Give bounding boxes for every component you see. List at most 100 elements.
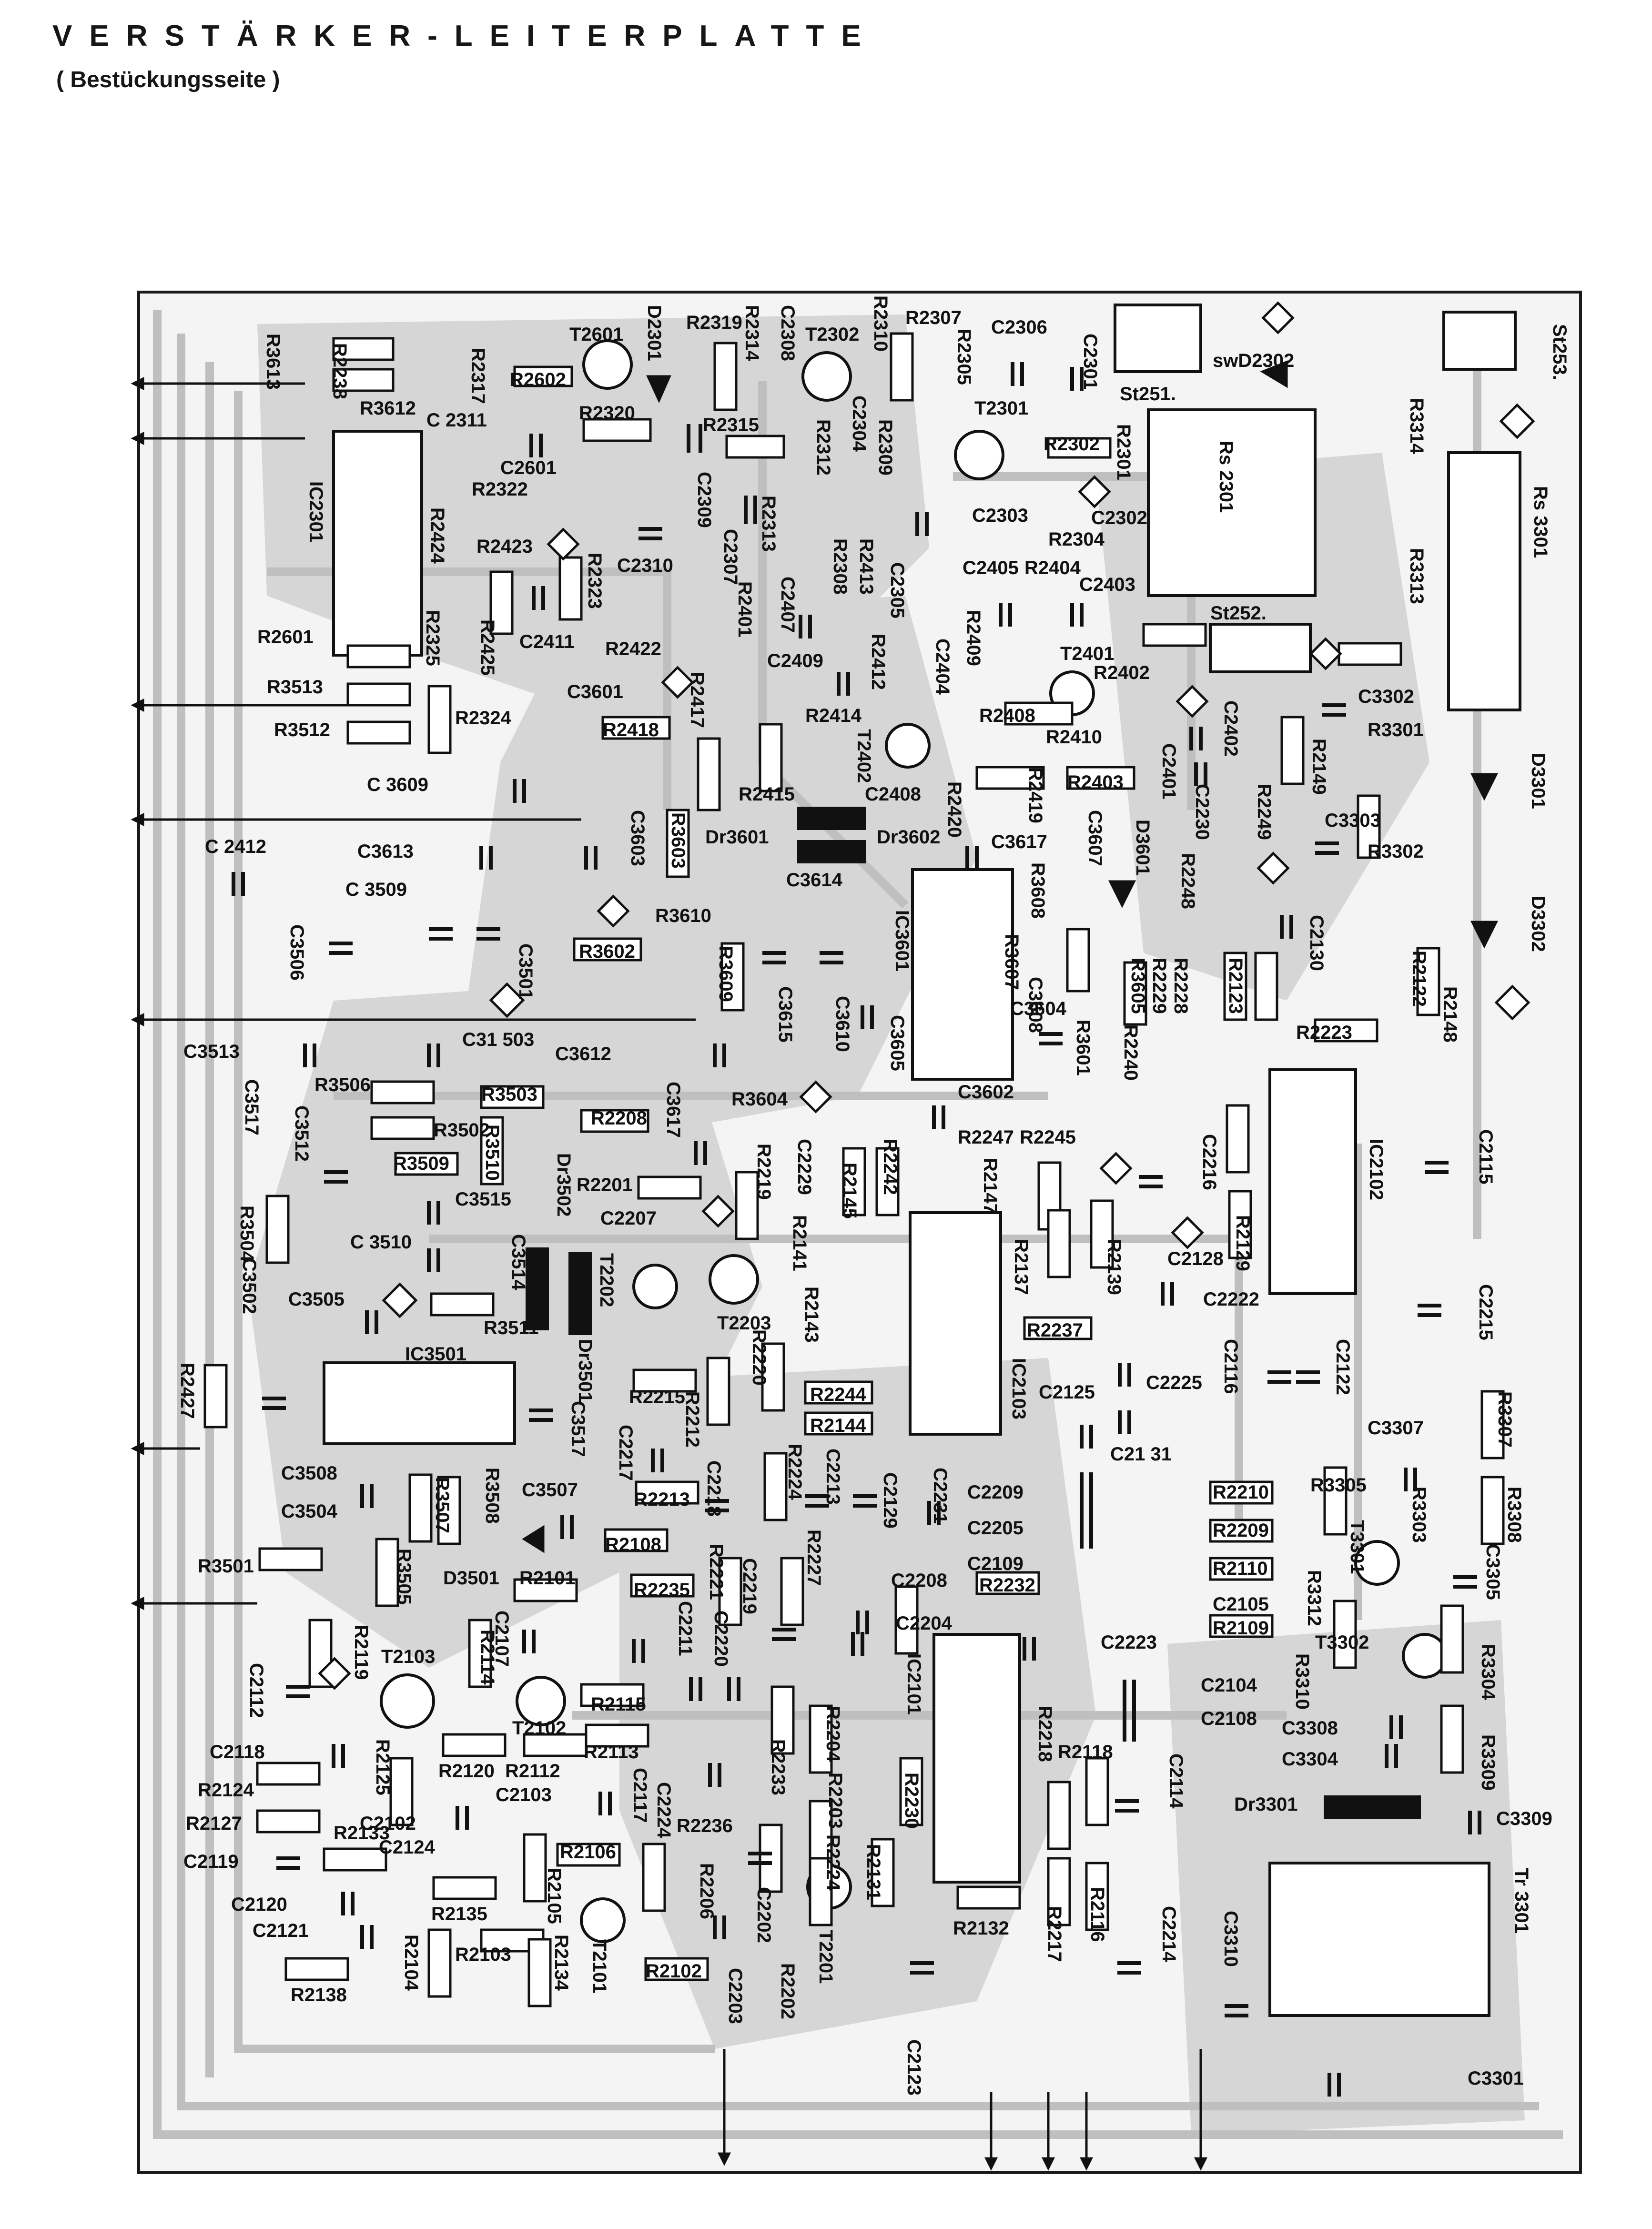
label-c3509: C 3509 [345, 879, 407, 900]
label-c2218: C2218 [703, 1460, 724, 1517]
label-r2237: R2237 [1027, 1320, 1083, 1341]
label-t3301: T3301 [1347, 1520, 1368, 1574]
label-r2414: R2414 [805, 705, 862, 726]
label-rs3301: Rs 3301 [1530, 486, 1551, 558]
label-ic3601: IC3601 [892, 910, 912, 972]
label-r2106: R2106 [560, 1842, 616, 1863]
label-c3605: C3605 [887, 1015, 908, 1071]
label-c2222: C2222 [1203, 1289, 1259, 1310]
label-r2138: R2138 [291, 1985, 347, 2006]
label-r3304: R3304 [1478, 1644, 1499, 1701]
label-c2402: C2402 [1220, 700, 1241, 757]
label-c3513: C3513 [183, 1041, 240, 1062]
label-r2232: R2232 [979, 1575, 1035, 1596]
t3302-body [1402, 1633, 1448, 1679]
label-r2204: R2204 [822, 1706, 843, 1763]
label-r2143: R2143 [801, 1287, 822, 1343]
tr3301-body [1268, 1862, 1490, 2017]
label-r2123: R2123 [1225, 958, 1246, 1014]
label-r2110: R2110 [1213, 1558, 1268, 1579]
dr3601-body [797, 807, 866, 830]
label-t3302: T3302 [1315, 1632, 1369, 1653]
label-c3301: C3301 [1468, 2068, 1524, 2089]
label-t2402: T2402 [853, 729, 874, 783]
dr3502-body [526, 1247, 549, 1330]
label-c2109: C2109 [967, 1553, 1024, 1574]
label-r2408: R2408 [979, 705, 1035, 726]
label-r2139: R2139 [1104, 1239, 1125, 1295]
label-t2102: T2102 [512, 1718, 566, 1739]
label-c2208: C2208 [891, 1570, 947, 1591]
label-r3507: R3507 [432, 1477, 453, 1533]
label-r3508: R3508 [482, 1468, 503, 1524]
label-r2228: R2228 [1170, 958, 1191, 1014]
label-d3601: D3601 [1132, 820, 1153, 876]
label-c3302: C3302 [1358, 686, 1414, 707]
label-r2218: R2218 [1034, 1706, 1055, 1762]
label-rs2301: Rs 2301 [1216, 441, 1236, 513]
label-r2409: R2409 [963, 610, 984, 666]
label-ic3501: IC3501 [405, 1344, 466, 1365]
label-r2212: R2212 [682, 1391, 703, 1448]
label-c2119: C2119 [183, 1851, 239, 1872]
label-r2224-a: R2224 [784, 1444, 805, 1500]
label-r2119: R2119 [351, 1625, 372, 1680]
label-r2221: R2221 [706, 1544, 727, 1600]
label-r2112: R2112 [505, 1761, 560, 1782]
label-r2310: R2310 [870, 295, 891, 352]
label-c3607: C3607 [1084, 810, 1105, 866]
st251-body [1114, 304, 1202, 373]
label-c3506: C3506 [286, 924, 307, 981]
label-r3509: R3509 [393, 1153, 449, 1174]
label-c2131: C21 31 [1110, 1444, 1172, 1465]
label-c3602: C3602 [958, 1082, 1014, 1103]
label-c2114: C2114 [1166, 1753, 1186, 1809]
label-c2215: C2215 [1475, 1284, 1496, 1340]
test-point-diamonds [318, 301, 1535, 1690]
label-c3517-b: C3517 [568, 1401, 588, 1457]
label-c2217: C2217 [615, 1425, 636, 1481]
label-c2412: C 2412 [205, 836, 266, 857]
label-r3603: R3603 [668, 812, 689, 869]
label-r2420: R2420 [944, 781, 965, 838]
label-r3505: R3505 [394, 1549, 415, 1605]
label-c2307: C2307 [720, 529, 741, 585]
label-c2225: C2225 [1146, 1372, 1202, 1393]
label-c2202: C2202 [753, 1887, 774, 1943]
label-r2129: R2129 [1232, 1215, 1253, 1271]
label-ic2301: IC2301 [305, 481, 326, 543]
label-r2215: R2215 [629, 1387, 685, 1408]
label-r2201: R2201 [577, 1175, 633, 1196]
label-r2314: R2314 [741, 305, 762, 362]
label-r2419: R2419 [1025, 767, 1046, 823]
label-c2306: C2306 [991, 317, 1047, 338]
label-c2125: C2125 [1039, 1382, 1095, 1403]
label-c3517-a: C3517 [241, 1079, 262, 1135]
label-ic2102: IC2102 [1366, 1139, 1387, 1200]
label-r2247: R2247 [958, 1127, 1014, 1148]
ic2101-body [932, 1633, 1021, 1884]
label-c2120: C2120 [231, 1894, 287, 1915]
t2202-body [632, 1264, 678, 1309]
label-d3501: D3501 [443, 1568, 499, 1589]
label-r2104: R2104 [401, 1935, 422, 1991]
label-t2201: T2201 [815, 1930, 836, 1984]
label-c2308: C2308 [777, 305, 798, 361]
label-r2309: R2309 [875, 419, 896, 476]
label-c2121: C2121 [253, 1920, 309, 1941]
label-tr3301: Tr 3301 [1511, 1868, 1532, 1934]
label-c3512: C3512 [291, 1105, 312, 1162]
label-c3507: C3507 [522, 1479, 578, 1500]
label-c2230: C2230 [1192, 784, 1213, 840]
label-r3307: R3307 [1494, 1391, 1515, 1448]
label-c2213: C2213 [822, 1449, 843, 1505]
label-r2227: R2227 [803, 1530, 824, 1586]
label-st252: St252. [1210, 603, 1267, 624]
label-r2113: R2113 [584, 1742, 639, 1763]
label-r2307: R2307 [905, 307, 962, 328]
label-c2309: C2309 [694, 472, 715, 528]
label-r3501: R3501 [198, 1556, 254, 1577]
label-r3609: R3609 [715, 946, 736, 1002]
label-r2213: R2213 [634, 1489, 690, 1510]
label-c3310: C3310 [1220, 1911, 1241, 1967]
